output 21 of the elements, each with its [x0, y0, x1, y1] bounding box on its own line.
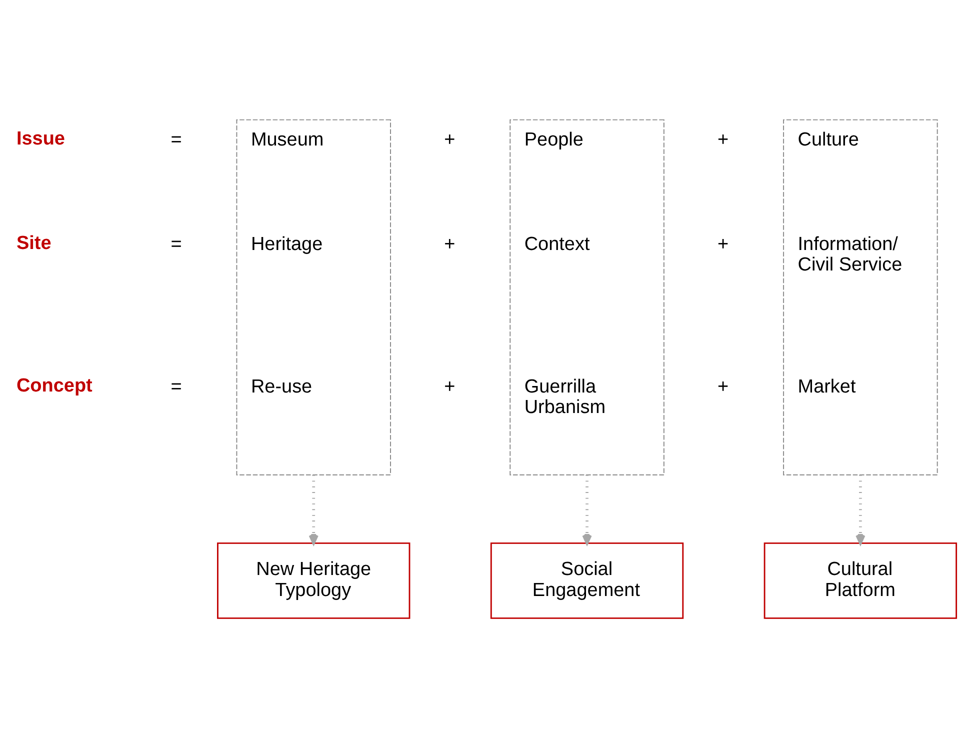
label: + [444, 233, 456, 254]
label: Concept [16, 374, 92, 396]
arrow [308, 474, 318, 544]
label: = [170, 376, 182, 397]
label: = [170, 128, 182, 150]
node-box: Social Engagement [490, 542, 684, 618]
node-box: Museum Heritage Re-use [236, 118, 391, 475]
arrow [856, 474, 866, 544]
label: Site [16, 232, 52, 254]
label: + [444, 376, 456, 397]
label: + [444, 128, 456, 150]
node-box: People Context Guerrilla Urbanism [510, 118, 664, 475]
label: Issue [16, 128, 65, 149]
label: + [718, 128, 729, 150]
node-box: New Heritage Typology [217, 542, 410, 618]
label: + [718, 376, 729, 397]
label: + [718, 233, 729, 254]
arrow [582, 474, 592, 544]
label: = [170, 233, 182, 254]
node-box: Cultural Platform [764, 542, 958, 618]
node-box: Culture Information/ Civil Service Market [783, 118, 938, 475]
